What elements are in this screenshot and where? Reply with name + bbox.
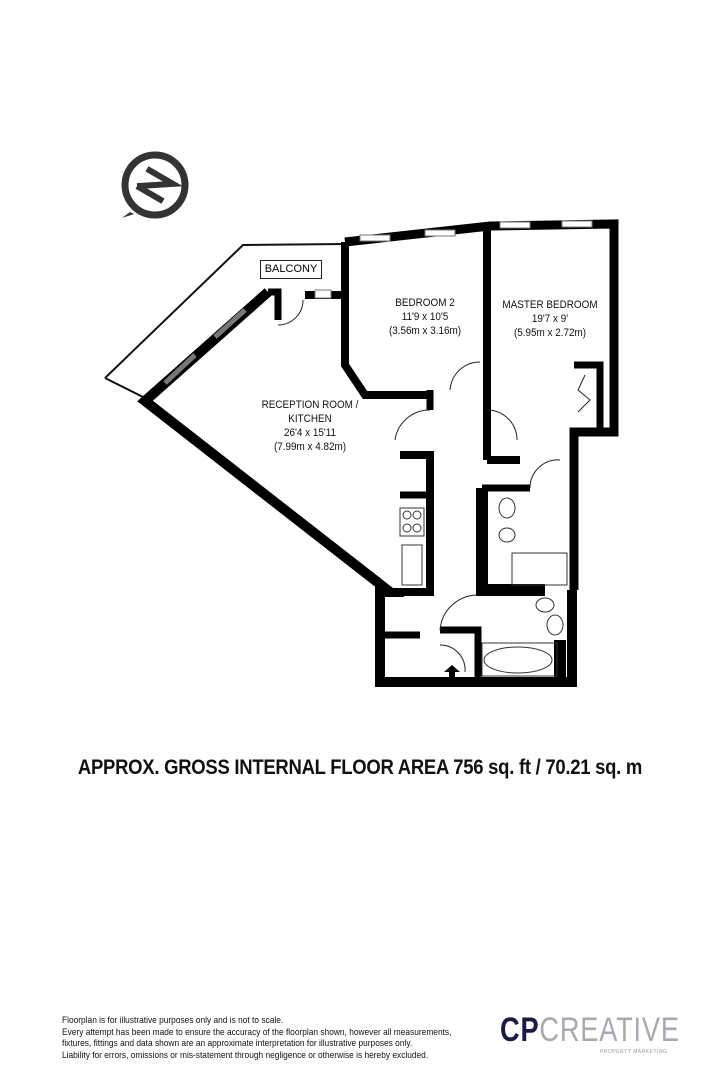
north-arrow-icon — [121, 151, 189, 219]
room-label-bedroom-2: BEDROOM 2 11'9 x 10'5 (3.56m x 3.16m) — [376, 296, 475, 338]
logo-tagline: PROPERTY MARKETING — [600, 1049, 668, 1055]
entrance-arrow-icon — [444, 665, 460, 682]
disclaimer-line: Liability for errors, omissions or mis-s… — [62, 1049, 429, 1061]
disclaimer: Floorplan is for illustrative purposes o… — [62, 1015, 451, 1061]
room-label-balcony: BALCONY — [260, 260, 322, 279]
floor-area-text: APPROX. GROSS INTERNAL FLOOR AREA 756 sq… — [77, 756, 643, 779]
room-imperial: 26'4 x 15'11 — [283, 427, 337, 439]
disclaimer-line: Every attempt has been made to ensure th… — [62, 1026, 452, 1038]
room-name-2: KITCHEN — [288, 413, 332, 425]
walls — [137, 219, 619, 687]
room-imperial: 19'7 x 9' — [531, 313, 569, 325]
logo-creative: CREATIVE — [539, 1011, 680, 1049]
windows — [163, 220, 593, 385]
door-swings — [277, 299, 591, 673]
room-label-reception-kitchen: RECEPTION ROOM / KITCHEN 26'4 x 15'11 (7… — [247, 398, 373, 454]
room-name: BEDROOM 2 — [395, 297, 455, 309]
balcony-outline — [104, 243, 346, 399]
room-label-master-bedroom: MASTER BEDROOM 19'7 x 9' (5.95m x 2.72m) — [496, 298, 604, 340]
room-metric: (3.56m x 3.16m) — [388, 325, 462, 337]
room-name: RECEPTION ROOM / — [261, 399, 359, 411]
room-metric: (5.95m x 2.72m) — [513, 327, 587, 339]
disclaimer-line: Floorplan is for illustrative purposes o… — [62, 1015, 284, 1026]
logo-cp: CP — [500, 1011, 540, 1049]
room-metric: (7.99m x 4.82m) — [273, 441, 347, 453]
disclaimer-line: fixtures, fittings and data shown are an… — [62, 1038, 413, 1049]
room-name: MASTER BEDROOM — [502, 299, 598, 311]
cp-creative-logo: CPCREATIVE — [500, 1012, 680, 1048]
room-imperial: 11'9 x 10'5 — [401, 311, 449, 323]
fixtures — [399, 497, 568, 677]
